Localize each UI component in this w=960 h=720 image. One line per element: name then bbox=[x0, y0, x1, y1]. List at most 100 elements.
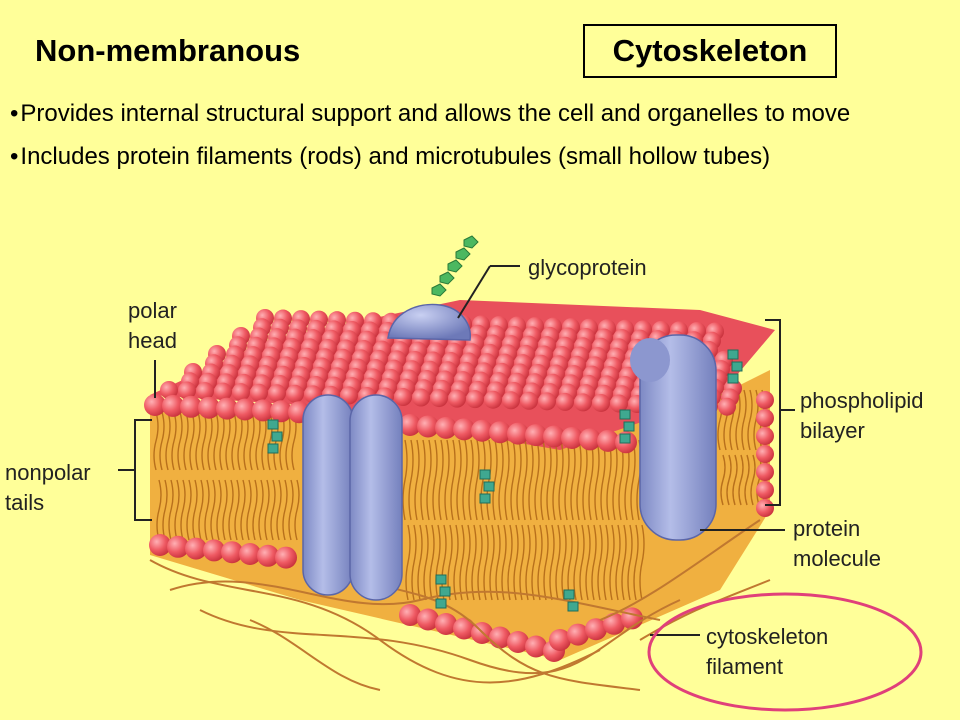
phospholipid-tail bbox=[252, 479, 258, 541]
label-nonpolar-1: nonpolar bbox=[5, 460, 91, 485]
phospholipid-tail bbox=[276, 479, 282, 541]
phospholipid-tail bbox=[165, 411, 171, 471]
phospholipid-tail bbox=[480, 439, 486, 521]
phospholipid-head bbox=[597, 429, 619, 452]
phospholipid-tail bbox=[192, 479, 198, 541]
bullet-text: Includes protein filaments (rods) and mi… bbox=[20, 143, 771, 170]
phospholipid-tail bbox=[627, 524, 633, 601]
phospholipid-head bbox=[592, 393, 610, 412]
phospholipid-head bbox=[275, 546, 297, 569]
phospholipid-tail bbox=[423, 524, 429, 601]
phospholipid-tail bbox=[231, 411, 237, 471]
phospholipid-tail bbox=[726, 454, 732, 506]
phospholipid-head bbox=[718, 397, 736, 416]
phospholipid-tail bbox=[534, 439, 540, 521]
phospholipid-tail bbox=[498, 439, 504, 521]
phospholipid-tail bbox=[468, 439, 474, 521]
phospholipid-tail bbox=[450, 439, 456, 521]
phospholipid-head bbox=[144, 394, 166, 416]
phospholipid-tail bbox=[639, 524, 645, 601]
phospholipid-tail bbox=[228, 479, 234, 541]
phospholipid-head bbox=[394, 388, 412, 407]
phospholipid-tail bbox=[237, 411, 243, 471]
leader-lines bbox=[118, 265, 795, 636]
phospholipid-tail bbox=[606, 439, 612, 521]
phospholipid-tail bbox=[750, 454, 756, 506]
phospholipid-tail bbox=[735, 389, 741, 451]
phospholipid-tail bbox=[411, 524, 417, 601]
nonpolar-tails bbox=[153, 389, 768, 601]
phospholipid-head bbox=[270, 400, 292, 423]
phospholipid-tail bbox=[258, 479, 264, 541]
phospholipid-tail bbox=[462, 439, 468, 521]
phospholipid-tail bbox=[429, 524, 435, 601]
phospholipid-tail bbox=[504, 439, 510, 521]
phospholipid-tail bbox=[537, 524, 543, 601]
phospholipid-head bbox=[525, 635, 547, 658]
phospholipid-tail bbox=[474, 439, 480, 521]
phospholipid-tail bbox=[420, 439, 426, 521]
phospholipid-tail bbox=[741, 389, 747, 451]
phospholipid-tail bbox=[171, 411, 177, 471]
phospholipid-head bbox=[507, 631, 529, 653]
phospholipid-tail bbox=[471, 524, 477, 601]
phospholipid-head bbox=[160, 381, 178, 399]
phospholipid-tail bbox=[555, 524, 561, 601]
phospholipid-head bbox=[167, 535, 189, 558]
phospholipid-head bbox=[180, 395, 202, 418]
phospholipid-head bbox=[603, 612, 625, 635]
phospholipid-tail bbox=[408, 439, 414, 521]
phospholipid-tail bbox=[435, 524, 441, 601]
phospholipid-tail bbox=[243, 411, 249, 471]
phospholipid-head bbox=[471, 419, 493, 442]
phospholipid-head bbox=[453, 418, 475, 441]
phospholipid-tail bbox=[234, 479, 240, 541]
phospholipid-tail bbox=[522, 439, 528, 521]
bullet-text: Provides internal structural support and… bbox=[20, 100, 851, 127]
phospholipid-tail bbox=[444, 439, 450, 521]
phospholipid-tail bbox=[285, 411, 291, 471]
phospholipid-head bbox=[412, 388, 430, 407]
phospholipid-head bbox=[549, 629, 571, 651]
phospholipid-head bbox=[196, 382, 214, 401]
phospholipid-head bbox=[203, 539, 225, 562]
phospholipid-head bbox=[198, 396, 220, 419]
phospholipid-head bbox=[286, 384, 304, 403]
label-protein-1: protein bbox=[793, 516, 860, 541]
phospholipid-tail bbox=[453, 524, 459, 601]
phospholipid-head bbox=[756, 409, 774, 427]
phospholipid-tail bbox=[744, 454, 750, 506]
phospholipid-tail bbox=[756, 454, 762, 506]
label-cytoskeleton-2: filament bbox=[706, 654, 783, 679]
phospholipid-tail bbox=[573, 524, 579, 601]
topic-box: Cytoskeleton bbox=[583, 24, 837, 78]
phospholipid-tail bbox=[528, 439, 534, 521]
phospholipid-head bbox=[448, 389, 466, 408]
phospholipid-tail bbox=[225, 411, 231, 471]
phospholipid-tail bbox=[189, 411, 195, 471]
label-protein-2: molecule bbox=[793, 546, 881, 571]
phospholipid-head bbox=[149, 534, 171, 556]
phospholipid-tail bbox=[456, 439, 462, 521]
phospholipid-tail bbox=[588, 439, 594, 521]
phospholipid-tail bbox=[210, 479, 216, 541]
phospholipid-head bbox=[567, 623, 589, 646]
phospholipid-tail bbox=[510, 439, 516, 521]
label-polar-head-1: polar bbox=[128, 298, 177, 323]
phospholipid-tail bbox=[579, 524, 585, 601]
phospholipid-head bbox=[435, 416, 457, 439]
phospholipid-head bbox=[525, 424, 547, 447]
phospholipid-tail bbox=[621, 524, 627, 601]
phospholipid-head bbox=[185, 537, 207, 560]
phospholipid-head bbox=[466, 390, 484, 409]
phospholipid-head bbox=[178, 381, 196, 400]
phospholipid-tail bbox=[432, 439, 438, 521]
phospholipid-head bbox=[538, 392, 556, 411]
label-nonpolar-2: tails bbox=[5, 490, 44, 515]
phospholipid-tail bbox=[552, 439, 558, 521]
phospholipid-head bbox=[484, 390, 502, 409]
phospholipid-head bbox=[340, 386, 358, 405]
phospholipid-tail bbox=[576, 439, 582, 521]
phospholipid-tail bbox=[405, 524, 411, 601]
